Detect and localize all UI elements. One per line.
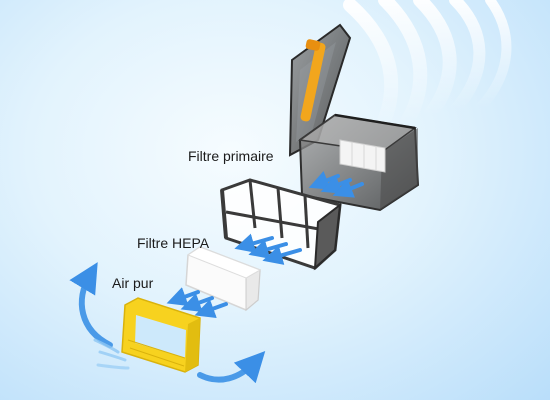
exhaust-airflow-swirl-icon [69, 262, 266, 384]
airflow-arrow-icon [166, 171, 364, 318]
clean-air-label: Air pur [112, 275, 154, 291]
hepa-filter-label: Filtre HEPA [137, 235, 210, 251]
exhaust-frame [121, 297, 201, 373]
dust-bin [288, 23, 420, 212]
secondary-filter [185, 246, 262, 312]
intake-airflow-swirl [343, 0, 512, 137]
primary-filter-label: Filtre primaire [188, 148, 274, 164]
